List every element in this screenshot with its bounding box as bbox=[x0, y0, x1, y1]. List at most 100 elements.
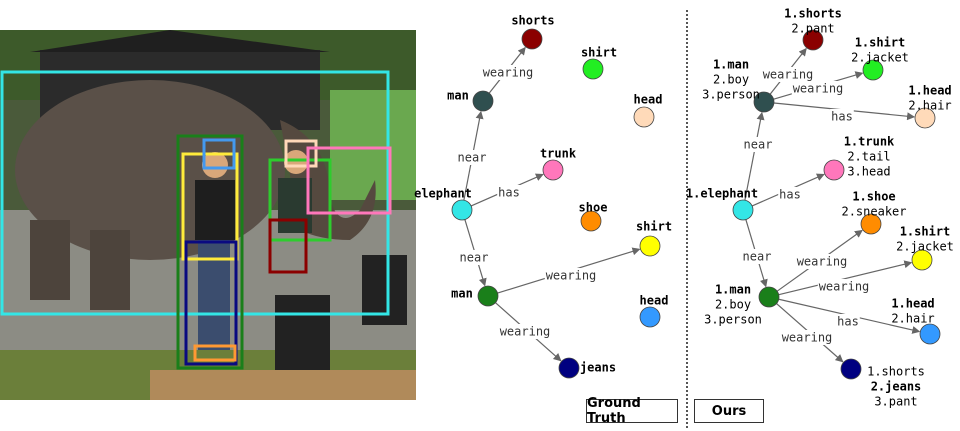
edge-label: wearing bbox=[500, 325, 551, 339]
edge-label: has bbox=[837, 315, 859, 329]
node-man1 bbox=[753, 91, 775, 113]
bbox-jeans bbox=[184, 240, 238, 366]
node-shirt2 bbox=[639, 235, 661, 257]
node-trunk bbox=[823, 159, 845, 181]
node-label-line: 1.man bbox=[715, 283, 751, 297]
node-label-line: 2.hair bbox=[891, 312, 934, 326]
node-man2 bbox=[477, 285, 499, 307]
edge-label: wearing bbox=[793, 82, 844, 96]
edge-label-bg bbox=[741, 249, 773, 264]
bbox-shorts bbox=[268, 218, 308, 274]
node-label: shoe bbox=[579, 201, 608, 215]
node-label: trunk bbox=[540, 147, 577, 161]
bbox-head bbox=[202, 138, 236, 170]
node-label: head bbox=[634, 93, 663, 107]
edge-label: has bbox=[831, 110, 853, 124]
ours-caption: Ours bbox=[694, 399, 764, 423]
node-man2 bbox=[758, 286, 780, 308]
elephant-leg bbox=[90, 230, 130, 310]
node-label-line: 3.person bbox=[702, 88, 760, 102]
node-jeans bbox=[558, 357, 580, 379]
edge-label-bg bbox=[458, 250, 490, 265]
node-shirt2 bbox=[911, 249, 933, 271]
node-label-line: 1.trunk bbox=[844, 135, 895, 149]
edge-label: wearing bbox=[819, 280, 870, 294]
edge-label: has bbox=[498, 186, 520, 200]
node-label-line: 3.head bbox=[847, 165, 890, 179]
node-label-line: 1.elephant bbox=[686, 187, 758, 201]
edge-label: near bbox=[743, 250, 772, 264]
node-label-line: 3.person bbox=[704, 313, 762, 327]
edge-label-bg bbox=[544, 268, 598, 283]
edge-label-bg bbox=[830, 109, 854, 124]
node-label-line: 2.jeans bbox=[871, 380, 922, 394]
node-label: man bbox=[451, 287, 473, 301]
man-shirt bbox=[195, 180, 235, 240]
edge-label: near bbox=[744, 138, 773, 152]
edge-near bbox=[744, 111, 765, 201]
node-shirt1 bbox=[582, 58, 604, 80]
ground-truth-caption: Ground Truth bbox=[586, 396, 678, 426]
edge-label: wearing bbox=[763, 68, 814, 82]
panel-divider bbox=[686, 10, 688, 428]
node-label: man bbox=[447, 89, 469, 103]
edge-label-bg bbox=[836, 314, 860, 329]
node-label: jeans bbox=[580, 361, 616, 375]
grass-right bbox=[330, 90, 416, 200]
edge-label-bg bbox=[791, 81, 845, 96]
keeper-head bbox=[284, 150, 308, 174]
edge-label-bg bbox=[481, 65, 535, 80]
bbox-head bbox=[284, 139, 318, 168]
node-label-line: 2.hair bbox=[908, 99, 951, 113]
bbox-shirt bbox=[181, 152, 239, 261]
man-head bbox=[202, 152, 228, 178]
edge-label: near bbox=[458, 151, 487, 165]
ground_truth-graph: wearingnearhasnearwearingwearingshortssh… bbox=[414, 14, 672, 379]
node-label-line: 2.boy bbox=[715, 298, 751, 312]
node-label-line: 2.tail bbox=[847, 150, 890, 164]
edge-label-bg bbox=[817, 279, 871, 294]
edge-label-bg bbox=[742, 137, 774, 152]
bin bbox=[275, 295, 330, 370]
node-shirt1 bbox=[862, 59, 884, 81]
node-head2 bbox=[919, 323, 941, 345]
node-label-line: 1.shorts bbox=[867, 365, 925, 379]
node-label-line: 2.boy bbox=[713, 73, 749, 87]
edge-label: wearing bbox=[483, 66, 534, 80]
node-label-line: 1.head bbox=[891, 297, 934, 311]
node-shoe bbox=[860, 213, 882, 235]
node-label-line: 1.head bbox=[908, 84, 951, 98]
node-label-line: 1.man bbox=[713, 58, 749, 72]
edge-label-bg bbox=[778, 187, 802, 202]
node-label-line: 3.pant bbox=[874, 395, 917, 409]
edge-label-bg bbox=[780, 330, 834, 345]
node-shoe bbox=[580, 210, 602, 232]
edge-label: near bbox=[460, 251, 489, 265]
node-label: shorts bbox=[511, 14, 554, 28]
node-shorts bbox=[521, 28, 543, 50]
photo-canvas bbox=[0, 30, 416, 400]
edge-label-bg bbox=[497, 185, 521, 200]
edge-label: wearing bbox=[797, 255, 848, 269]
edge-label-bg bbox=[761, 67, 815, 82]
bbox-elephant bbox=[0, 70, 390, 316]
edge-label: wearing bbox=[782, 331, 833, 345]
shed-roof bbox=[30, 30, 330, 52]
node-label-line: 2.pant bbox=[791, 22, 834, 36]
edge-wearing bbox=[778, 260, 913, 296]
node-label-line: 2.jacket bbox=[896, 240, 954, 254]
node-label-line: 1.shirt bbox=[855, 36, 906, 50]
bbox-trunk bbox=[306, 146, 392, 215]
node-label-line: 2.jacket bbox=[851, 51, 909, 65]
node-label: head bbox=[640, 294, 669, 308]
bbox-shoe bbox=[193, 344, 237, 362]
node-man1 bbox=[472, 90, 494, 112]
elephant-leg bbox=[30, 220, 70, 300]
node-label: shirt bbox=[581, 46, 617, 60]
node-label-line: 1.shoe bbox=[852, 190, 895, 204]
node-shorts bbox=[802, 29, 824, 51]
elephant-photo bbox=[0, 30, 416, 400]
